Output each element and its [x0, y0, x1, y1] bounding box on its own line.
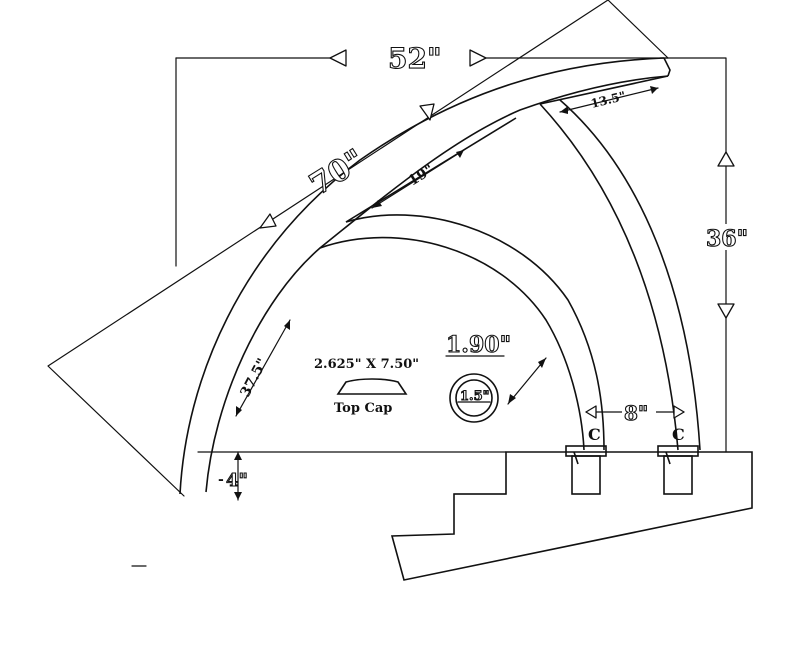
middle-bow-inner [345, 214, 605, 451]
triangle-guide [47, 0, 669, 497]
span-inner-line [371, 149, 465, 209]
beam-length-label: 70" [304, 143, 371, 203]
tube-inner-circle [455, 379, 493, 417]
clamp-label-left: C [588, 425, 601, 444]
span-top-right-arrow-b [650, 86, 658, 94]
span-inner-arrow-a [372, 200, 382, 208]
tube-outer-circle [449, 373, 499, 423]
front-bow-tip [663, 57, 671, 77]
top-cap-shape [336, 378, 408, 395]
height-arrow-bottom [717, 303, 735, 319]
mount-right [657, 445, 699, 495]
tube-outer-arrow-b [538, 358, 546, 368]
tube-outer-dim-line [507, 357, 547, 405]
height-label-bg [706, 224, 750, 250]
leg-front-label: 37.5" [237, 356, 271, 400]
height-guide-right [659, 57, 727, 453]
tube-outer-arrow-a [508, 394, 516, 404]
leg-spacing-arrow-left [585, 405, 597, 419]
width-top-label: 52" [388, 42, 442, 75]
brace-to-top [345, 117, 517, 223]
width-arrow-right [469, 49, 487, 67]
beam-arrow-lower [259, 213, 277, 229]
top-cap-label: Top Cap [334, 401, 392, 416]
top-cap-size: 2.625" X 7.50" [314, 357, 419, 372]
beam-arrow-upper [419, 103, 435, 121]
leg-spacing-label-bg [622, 400, 656, 424]
leg-front-arrow-b [284, 320, 290, 330]
front-bow-inner [205, 75, 669, 493]
height-arrow-top [717, 151, 735, 167]
span-inner-label: 19" [406, 162, 437, 190]
clamp-label-right: C [672, 425, 685, 444]
width-arrow-left [329, 49, 347, 67]
rear-bow-top [539, 75, 669, 105]
front-bow-outer [179, 57, 665, 495]
tube-inner-label: 1.5" [460, 389, 489, 404]
span-top-right-line [559, 87, 659, 113]
middle-bow-outer [319, 236, 585, 451]
height-right-label: 36" [706, 226, 748, 252]
leg-spacing-arrow-right [673, 405, 685, 419]
drop-dash: - [218, 472, 224, 488]
rear-bow-inner [559, 99, 701, 451]
leg-front-line [235, 319, 291, 417]
rear-bow-outer [539, 103, 679, 451]
mount-left [565, 445, 607, 495]
drop-label: 4" [226, 470, 248, 491]
span-inner-arrow-b [456, 150, 464, 158]
span-top-right-arrow-a [560, 106, 568, 114]
leg-spacing-label: 8" [624, 401, 648, 425]
drop-arrow-a [234, 452, 242, 460]
drop-arrow-b [234, 492, 242, 500]
leg-front-arrow-a [236, 406, 242, 416]
tube-outer-label: 1.90" [446, 332, 511, 358]
